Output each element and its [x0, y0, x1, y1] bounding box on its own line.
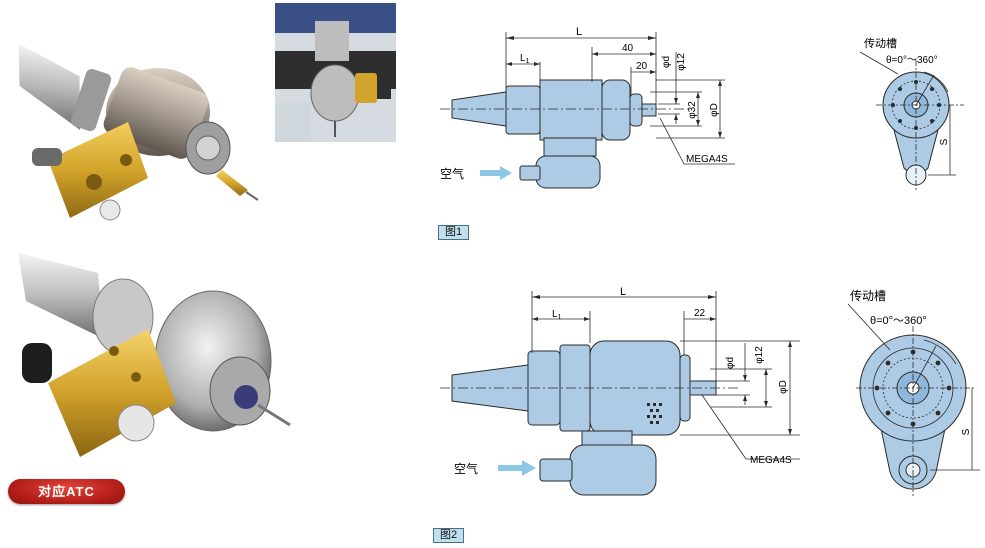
spindle-photo-machine [275, 3, 396, 142]
fig2-front-view: 传动槽 θ=0°～360° S [847, 288, 980, 496]
fig2-air-label: 空气 [454, 461, 478, 476]
fig1-theta-label: θ=0°～360° [886, 55, 938, 66]
fig1-collet-nut [641, 103, 657, 117]
fig1-air-arrow [480, 166, 512, 180]
fig1-dim-phi-32: φ32 [687, 101, 698, 119]
spindle-photo-bottom [18, 253, 291, 457]
fig1-collet-label: MEGA4S [686, 154, 728, 165]
fig1-front-view: 传动槽 θ=0°～360° S [859, 37, 964, 190]
fig1-groove-label: 传动槽 [864, 37, 897, 50]
fig2-dim-phi-D: φD [778, 380, 789, 394]
fig1-label: 图1 [438, 225, 470, 240]
fig2-dim-phi-d: φd [725, 357, 736, 369]
fig2-theta-label: θ=0°～360° [870, 315, 927, 327]
fig2-dim-22: 22 [694, 308, 706, 319]
fig1-dim-20: 20 [636, 61, 648, 72]
fig1-flange [505, 85, 541, 135]
fig1-dim-phi-D: φD [709, 103, 720, 117]
fig2-groove-label: 传动槽 [850, 288, 886, 303]
fig1-dim-40: 40 [622, 43, 634, 54]
fig1-air-block [535, 155, 601, 189]
fig2-air-arrow [498, 460, 536, 476]
fig2-side-view: L L1 22 φd φ12 φD MEGA4S 空气 [440, 286, 800, 496]
fig1-side-view: L L1 40 20 φd φ12 φ32 φD MEGA4S 空气 [440, 26, 735, 189]
fig2-air-block [569, 444, 657, 496]
fig1-dim-S: S [939, 138, 950, 145]
fig1-body-rear [539, 79, 603, 141]
fig1-dim-phi-12: φ12 [676, 53, 687, 71]
fig1-dim-L1: L1 [520, 53, 530, 65]
fig2-dim-L1: L1 [552, 309, 562, 321]
fig2-dim-S: S [961, 428, 972, 435]
fig2-collet-label: MEGA4S [750, 455, 792, 466]
fig1-dim-phi-d: φd [661, 56, 672, 68]
fig1-body-front [601, 79, 631, 141]
fig1-dim-L: L [576, 26, 582, 38]
fig1-air-label: 空气 [440, 166, 464, 181]
spindle-photo-top [18, 43, 259, 221]
fig2-dim-phi-12: φ12 [754, 346, 765, 364]
fig2-dim-L: L [620, 286, 626, 298]
atc-badge: 对应ATC [8, 479, 125, 504]
fig2-label: 图2 [433, 528, 465, 543]
